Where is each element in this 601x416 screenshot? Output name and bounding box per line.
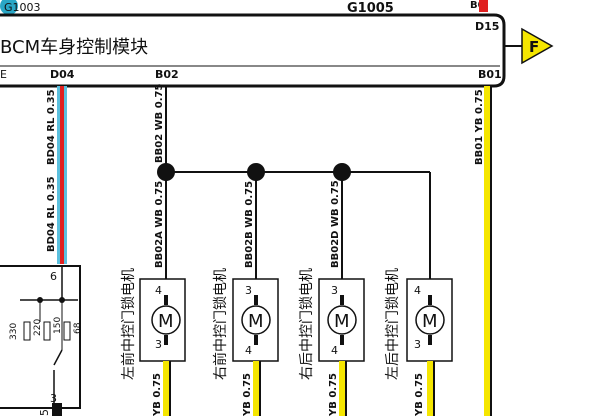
bcm-module-outline xyxy=(0,13,506,88)
bcm-module: BCM车身控制模块 D15 D04 B02 B01 E xyxy=(0,13,506,88)
wire-label-yb: YB 0.75 xyxy=(328,373,339,416)
motor-pin-top: 3 xyxy=(245,284,252,297)
resistor-150: 150 xyxy=(53,317,63,334)
fuse-icon xyxy=(521,27,554,65)
door-switch-box: 6 3 330 220 150 68 5 xyxy=(0,265,83,416)
wire-label-yb: YB 0.75 xyxy=(414,373,425,416)
pin-b02: B02 xyxy=(155,68,179,81)
wire-bb01 xyxy=(484,86,492,416)
bcm-module-title: BCM车身控制模块 xyxy=(0,37,148,58)
wire-label-bb02b: BB02B WB 0.75 xyxy=(244,181,255,268)
svg-text:M: M xyxy=(422,311,438,332)
motor-label: 左后中控门锁电机 xyxy=(385,268,401,380)
switch-pin-top: 6 xyxy=(50,270,57,283)
switch-contact xyxy=(53,349,63,366)
resistor-330: 330 xyxy=(9,323,19,340)
corner-logo: G1003 xyxy=(0,0,41,15)
svg-text:M: M xyxy=(334,311,350,332)
motor-label: 右前中控门锁电机 xyxy=(212,268,229,380)
motor-right-front: 3 4 M 右前中控门锁电机 YB 0.75 xyxy=(212,268,279,416)
pin-e: E xyxy=(0,68,7,81)
ground-stub xyxy=(52,403,62,416)
motor-right-rear: 3 4 M 右后中控门锁电机 YB 0.75 xyxy=(299,268,365,416)
motor-label: 左前中控门锁电机 xyxy=(120,268,137,380)
pin-d15: D15 xyxy=(475,20,499,33)
red-wire-stub xyxy=(479,0,488,12)
ground-label: G1005 xyxy=(347,1,394,16)
pin-d04: D04 xyxy=(50,68,75,81)
splice-node xyxy=(247,163,265,181)
pin-b01: B01 xyxy=(478,68,502,81)
wire-bd04 xyxy=(57,86,67,264)
motor-icon xyxy=(415,305,445,335)
splice-node xyxy=(157,163,175,181)
motor-icon xyxy=(241,305,271,335)
motor-pin-bottom: 3 xyxy=(414,338,421,351)
motor-pin-top: 3 xyxy=(331,284,338,297)
motor-label: 右后中控门锁电机 xyxy=(299,268,315,380)
wire-label-bd04-a: BD04 RL 0.35 xyxy=(46,89,57,165)
svg-text:M: M xyxy=(158,311,174,332)
wire-label-bb02: BB02 WB 0.75 xyxy=(154,84,165,163)
wire-label-bb02d: BB02D WB 0.75 xyxy=(330,180,341,268)
motor-pin-bottom: 4 xyxy=(331,344,338,357)
connector-left-pin: B0 xyxy=(470,0,485,11)
wire-label-bb02a: BB02A WB 0.75 xyxy=(154,181,165,268)
corner-label: G1003 xyxy=(4,1,41,14)
wire-label-bd04-b: BD04 RL 0.35 xyxy=(46,176,57,252)
motor-left-front: 4 3 M 左前中控门锁电机 YB 0.75 xyxy=(120,268,186,416)
motor-pin-top: 4 xyxy=(414,284,421,297)
svg-text:M: M xyxy=(248,311,264,332)
resistor-68: 68 xyxy=(73,322,83,334)
motor-pin-top: 4 xyxy=(155,284,162,297)
switch-pin-bottom-left: 5 xyxy=(38,409,51,416)
fuse-connector: F xyxy=(504,27,554,65)
wire-bb02-bus xyxy=(157,86,431,279)
wire-label-yb: YB 0.75 xyxy=(242,373,253,416)
wire-label-bb01: BB01 YB 0.75 xyxy=(474,89,485,165)
resistor-220: 220 xyxy=(33,319,43,336)
motor-left-rear: 4 3 M 左后中控门锁电机 YB 0.75 xyxy=(385,268,453,416)
motor-pin-bottom: 3 xyxy=(155,338,162,351)
fuse-label: F xyxy=(529,38,539,56)
motor-pin-bottom: 4 xyxy=(245,344,252,357)
motor-icon xyxy=(327,305,357,335)
wire-label-yb: YB 0.75 xyxy=(152,373,163,416)
splice-node xyxy=(333,163,351,181)
motor-icon xyxy=(151,305,181,335)
